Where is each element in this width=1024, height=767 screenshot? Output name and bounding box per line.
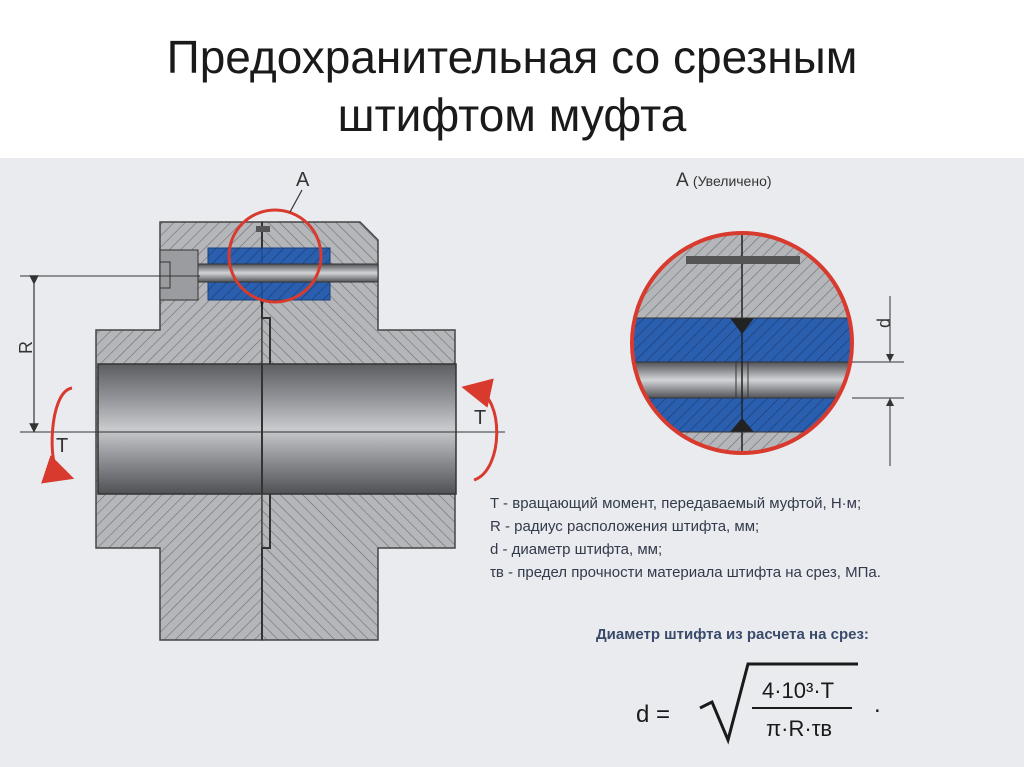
detail-label: A — [296, 169, 310, 191]
zoom-note: (Увеличено) — [692, 173, 772, 189]
formula-numerator: 4·10³·T — [762, 678, 834, 703]
formula-end: . — [874, 691, 881, 718]
legend: T - вращающий момент, передаваемый муфто… — [490, 492, 1024, 584]
label-R: R — [16, 341, 36, 354]
formula-denominator: π·R·τв — [766, 716, 832, 741]
legend-item: d - диаметр штифта, мм; — [490, 541, 663, 558]
legend-item: τв - предел прочности материала штифта н… — [490, 564, 881, 581]
legend-item: R - радиус расположения штифта, мм; — [490, 518, 760, 535]
shear-pin — [195, 263, 379, 283]
formula: d = 4·10³·T π·R·τв . — [636, 662, 881, 745]
torque-left: T — [40, 386, 75, 484]
zoom-label: A — [676, 170, 688, 191]
detail-marker: A — [227, 169, 323, 304]
label-T-right: T — [474, 407, 486, 429]
coupling-section — [95, 221, 457, 641]
zoom-circle — [630, 231, 854, 455]
title-line-2: штифтом муфта — [337, 89, 687, 141]
detail-circle — [227, 208, 323, 304]
label-T-left: T — [56, 435, 68, 457]
diameter-dimension: d — [852, 296, 904, 466]
slide-title: Предохранительная со срезным штифтом муф… — [0, 28, 1024, 144]
zoom-caption: A (Увеличено) — [676, 170, 772, 192]
title-line-1: Предохранительная со срезным — [166, 31, 858, 83]
formula-caption: Диаметр штифта из расчета на срез: — [596, 626, 869, 643]
pin-cap — [159, 249, 199, 301]
zoom-view — [630, 231, 854, 455]
label-d: d — [874, 318, 894, 328]
radius-dimension: R — [16, 275, 505, 433]
shaft — [97, 363, 457, 495]
torque-right: T — [461, 378, 499, 482]
formula-lhs: d = — [636, 701, 670, 728]
sqrt-sign — [699, 662, 858, 745]
legend-item: T - вращающий момент, передаваемый муфто… — [490, 495, 862, 512]
